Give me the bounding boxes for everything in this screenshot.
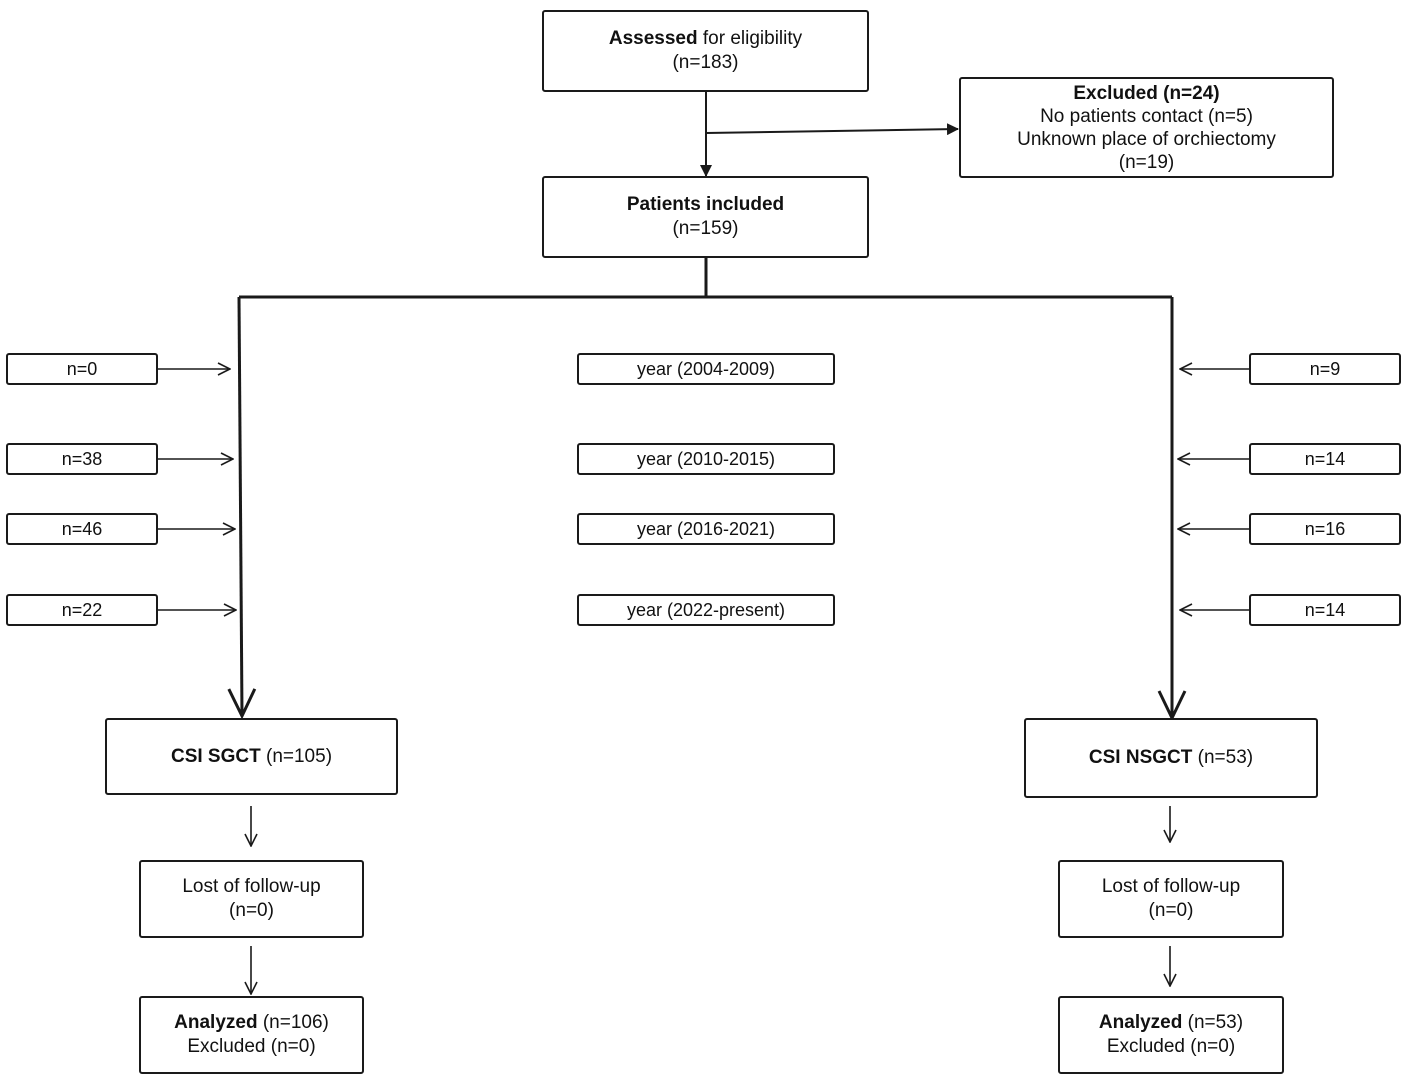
sgct-count-box: n=22 (6, 594, 158, 626)
year-box: year (2016-2021) (577, 513, 835, 545)
sgct-count-box: n=0 (6, 353, 158, 385)
lost-followup-sgct-box: Lost of follow-up (n=0) (139, 860, 364, 938)
sgct-count-box: n=38 (6, 443, 158, 475)
included-count: (n=159) (672, 218, 739, 239)
included-title: Patients included (626, 194, 785, 215)
nsgct-count-box: n=14 (1249, 594, 1401, 626)
nsgct-box: CSI NSGCT (n=53) (1024, 718, 1318, 798)
excluded-reason-place: Unknown place of orchiectomy (1017, 128, 1276, 150)
year-box: year (2022-present) (577, 594, 835, 626)
lost-followup-nsgct-box: Lost of follow-up (n=0) (1058, 860, 1284, 938)
excluded-box: Excluded (n=24) No patients contact (n=5… (959, 77, 1334, 178)
excluded-title: Excluded (n=24) (1073, 82, 1220, 104)
analyzed-excluded: Excluded (n=0) (1106, 1036, 1236, 1057)
analyzed-label: Analyzed (174, 1012, 258, 1033)
analyzed-label: Analyzed (1098, 1012, 1183, 1033)
analyzed-excluded: Excluded (n=0) (187, 1036, 316, 1057)
sgct-label: CSI SGCT (170, 745, 261, 767)
analyzed-count: (n=106) (257, 1012, 329, 1033)
assessed-box: Assessed for eligibility (n=183) (542, 10, 869, 92)
sgct-count: (n=105) (260, 745, 333, 767)
assessed-label: Assessed (608, 28, 698, 49)
arrow-to-excluded (705, 123, 959, 136)
nsgct-count-box: n=9 (1249, 353, 1401, 385)
year-box: year (2010-2015) (577, 443, 835, 475)
lost-label: Lost of follow-up (182, 876, 321, 897)
arrow-to-sgct (239, 296, 242, 716)
year-box: year (2004-2009) (577, 353, 835, 385)
included-box: Patients included (n=159) (542, 176, 869, 258)
nsgct-count: (n=53) (1192, 747, 1254, 768)
excluded-reason-contact: No patients contact (n=5) (1040, 105, 1253, 127)
analyzed-count: (n=53) (1182, 1012, 1244, 1033)
nsgct-count-box: n=16 (1249, 513, 1401, 545)
analyzed-nsgct-box: Analyzed (n=53) Excluded (n=0) (1058, 996, 1284, 1074)
excluded-reason-place-count: (n=19) (1118, 151, 1175, 173)
assessed-rest: for eligibility (697, 28, 803, 49)
sgct-box: CSI SGCT (n=105) (105, 718, 398, 795)
analyzed-sgct-box: Analyzed (n=106) Excluded (n=0) (139, 996, 364, 1074)
lost-count: (n=0) (1148, 900, 1194, 921)
lost-label: Lost of follow-up (1101, 876, 1241, 897)
nsgct-count-box: n=14 (1249, 443, 1401, 475)
lost-count: (n=0) (229, 900, 274, 921)
nsgct-label: CSI NSGCT (1088, 747, 1193, 768)
sgct-count-box: n=46 (6, 513, 158, 545)
assessed-count: (n=183) (672, 52, 739, 73)
